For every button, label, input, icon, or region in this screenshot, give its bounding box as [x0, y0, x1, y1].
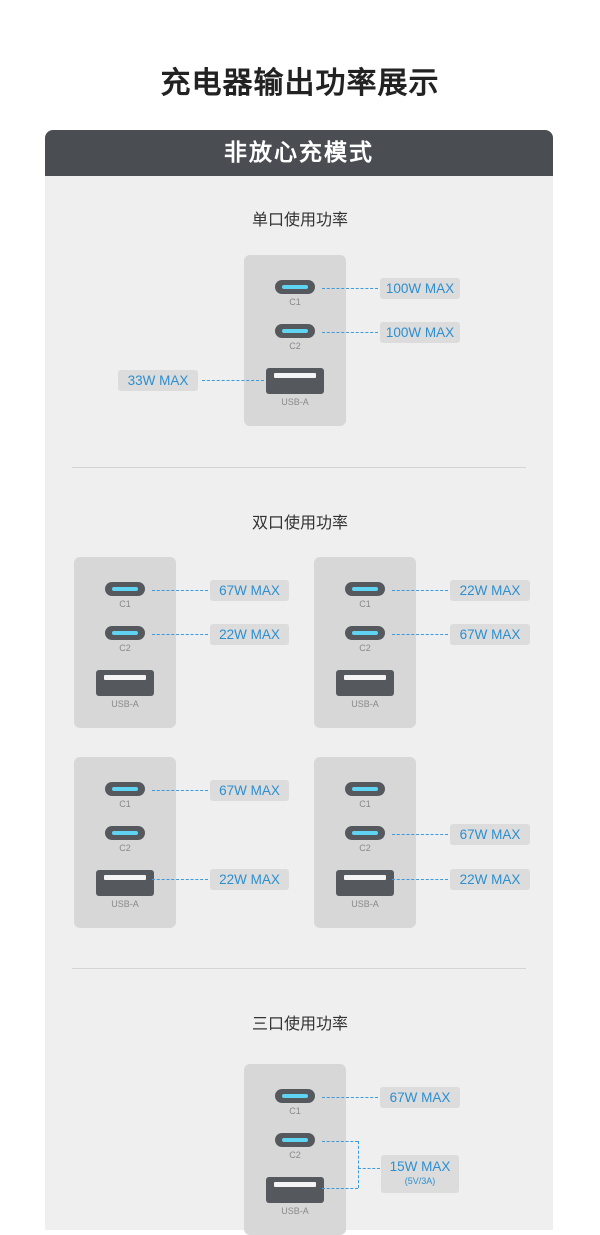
power-tag-c2: 100W MAX	[380, 322, 460, 343]
power-tag-value: 15W MAX	[389, 1159, 451, 1174]
c1-port-label: C1	[289, 1106, 301, 1116]
power-tag-c2-usb-a: 15W MAX (5V/3A)	[381, 1155, 459, 1193]
connector-line	[322, 1141, 358, 1142]
usb-a-port-icon	[266, 1177, 324, 1203]
connector-line	[202, 380, 264, 381]
power-tag-c2: 22W MAX	[210, 624, 289, 645]
connector-line	[392, 590, 448, 591]
page-title: 充电器输出功率展示	[160, 66, 440, 101]
c2-port-icon	[345, 826, 385, 840]
usb-a-port-label: USB-A	[111, 899, 139, 909]
usb-a-port-icon	[266, 368, 324, 394]
usb-a-port-label: USB-A	[281, 1206, 309, 1216]
power-tag-c2: 67W MAX	[450, 624, 530, 645]
charger-dual-1: C1 C2 USB-A	[74, 557, 176, 728]
charger-single: C1 C2 USB-A	[244, 255, 346, 426]
c2-port-label: C2	[359, 643, 371, 653]
connector-line	[322, 1097, 378, 1098]
c2-port-label: C2	[119, 843, 131, 853]
c1-port-icon	[275, 280, 315, 294]
c2-port-label: C2	[289, 1150, 301, 1160]
usb-a-port-icon	[96, 670, 154, 696]
c2-port-icon	[345, 626, 385, 640]
c1-port-icon	[345, 782, 385, 796]
c1-port-label: C1	[289, 297, 301, 307]
c1-port-label: C1	[359, 799, 371, 809]
connector-line	[358, 1168, 380, 1169]
power-tag-c2: 67W MAX	[450, 824, 530, 845]
connector-line	[392, 834, 448, 835]
c1-port-label: C1	[119, 599, 131, 609]
c2-port-icon	[105, 826, 145, 840]
connector-line	[322, 1188, 358, 1189]
usb-a-port-label: USB-A	[351, 699, 379, 709]
connector-line	[322, 288, 378, 289]
power-tag-usb-a: 22W MAX	[450, 869, 530, 890]
usb-a-port-icon	[336, 670, 394, 696]
c2-port-label: C2	[119, 643, 131, 653]
usb-a-port-label: USB-A	[281, 397, 309, 407]
connector-line	[322, 332, 378, 333]
connector-line	[152, 634, 208, 635]
power-tag-c1: 67W MAX	[210, 780, 289, 801]
usb-a-port-label: USB-A	[351, 899, 379, 909]
power-tag-usb-a: 33W MAX	[118, 370, 198, 391]
section-title-single: 单口使用功率	[251, 210, 348, 229]
usb-a-port-label: USB-A	[111, 699, 139, 709]
power-tag-usb-a: 22W MAX	[210, 869, 289, 890]
c2-port-icon	[105, 626, 145, 640]
usb-a-port-icon	[336, 870, 394, 896]
c2-port-icon	[275, 1133, 315, 1147]
c1-port-icon	[275, 1089, 315, 1103]
c1-port-label: C1	[119, 799, 131, 809]
connector-line	[392, 879, 448, 880]
c1-port-label: C1	[359, 599, 371, 609]
charger-dual-3: C1 C2 USB-A	[74, 757, 176, 928]
c2-port-label: C2	[289, 341, 301, 351]
c2-port-label: C2	[359, 843, 371, 853]
power-tag-spec: (5V/3A)	[404, 1176, 436, 1186]
power-tag-c1: 67W MAX	[380, 1087, 460, 1108]
usb-a-port-icon	[96, 870, 154, 896]
c1-port-icon	[345, 582, 385, 596]
charger-triple: C1 C2 USB-A	[244, 1064, 346, 1235]
c1-port-icon	[105, 782, 145, 796]
cropped-top-text	[0, 0, 600, 8]
section-title-dual: 双口使用功率	[251, 513, 348, 532]
charger-dual-2: C1 C2 USB-A	[314, 557, 416, 728]
connector-line	[152, 790, 208, 791]
power-tag-c1: 67W MAX	[210, 580, 289, 601]
power-tag-c1: 22W MAX	[450, 580, 530, 601]
section-divider	[72, 467, 526, 468]
section-title-triple: 三口使用功率	[251, 1014, 348, 1033]
c2-port-icon	[275, 324, 315, 338]
charger-dual-4: C1 C2 USB-A	[314, 757, 416, 928]
connector-line	[152, 590, 208, 591]
panel-header: 非放心充模式	[45, 130, 553, 176]
connector-line	[152, 879, 208, 880]
power-tag-c1: 100W MAX	[380, 278, 460, 299]
section-divider	[72, 968, 526, 969]
c1-port-icon	[105, 582, 145, 596]
connector-line	[392, 634, 448, 635]
connector-bracket	[358, 1141, 359, 1188]
